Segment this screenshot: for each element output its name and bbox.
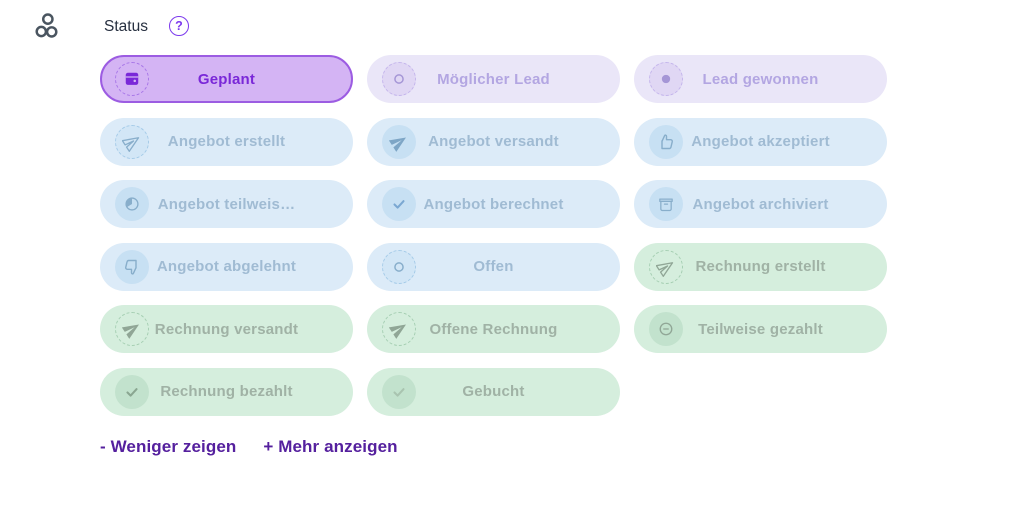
status-pill-label: Offen (473, 258, 514, 275)
status-pill-label: Angebot erstellt (167, 133, 286, 150)
status-pill-rechnung-erstellt[interactable]: Rechnung erstellt (634, 242, 887, 291)
status-pill-label: Rechnung bezahlt (160, 383, 293, 400)
status-pill-angebot-berechnet[interactable]: Angebot berechnet (367, 180, 620, 228)
minus-circle-icon (649, 312, 683, 346)
status-pill-lead-gewonnen[interactable]: Lead gewonnen (634, 55, 887, 103)
status-group-icon (35, 13, 58, 38)
show-more-link[interactable]: + Mehr anzeigen (263, 437, 398, 456)
plane-filled-icon (115, 312, 149, 346)
status-pill-label: Möglicher Lead (437, 70, 550, 88)
status-pill-label: Gebucht (462, 383, 525, 400)
status-pill-teilweise-gezahlt[interactable]: Teilweise gezahlt (634, 305, 887, 353)
status-pill-rechnung-versandt[interactable]: Rechnung versandt (100, 305, 353, 353)
circle-icon (382, 62, 416, 96)
plane-outline-icon (115, 124, 149, 159)
status-pill-rechnung-bezahlt[interactable]: Rechnung bezahlt (100, 367, 353, 416)
thumbs-up-icon (649, 124, 683, 159)
status-pill-label: Geplant (197, 70, 256, 88)
status-pill-label: Angebot archiviert (692, 195, 829, 213)
status-pill-gebucht[interactable]: Gebucht (367, 367, 620, 416)
status-pill-label: Angebot akzeptiert (691, 133, 830, 150)
status-pill-angebot-versandt[interactable]: Angebot versandt (367, 117, 620, 166)
plane-outline-icon (649, 249, 683, 284)
check-icon (382, 374, 416, 409)
status-pill-angebot-erstellt[interactable]: Angebot erstellt (100, 117, 353, 166)
status-pill-angebot-abgelehnt[interactable]: Angebot abgelehnt (100, 242, 353, 291)
status-pill-label: Angebot teilweis… (157, 195, 296, 213)
status-pill-label: Lead gewonnen (702, 70, 819, 88)
circle-icon (382, 249, 416, 284)
status-pill-label: Angebot berechnet (423, 195, 564, 213)
calendar-icon (115, 62, 149, 96)
status-label: Status (104, 18, 148, 35)
dot-circle-icon (649, 62, 683, 96)
status-pill-offen[interactable]: Offen (367, 242, 620, 291)
footer-links: - Weniger zeigen + Mehr anzeigen (100, 437, 398, 457)
check-icon (115, 374, 149, 409)
status-pill-label: Angebot versandt (428, 133, 559, 150)
plane-filled-icon (382, 124, 416, 159)
status-pill-angebot-teilweis[interactable]: Angebot teilweis… (100, 180, 353, 228)
status-pill-label: Rechnung erstellt (695, 258, 826, 275)
status-pill-label: Offene Rechnung (429, 320, 558, 338)
status-pill-label: Angebot abgelehnt (156, 258, 297, 275)
show-less-link[interactable]: - Weniger zeigen (100, 437, 237, 456)
status-pill-angebot-archiviert[interactable]: Angebot archiviert (634, 180, 887, 228)
help-icon[interactable]: ? (169, 16, 189, 36)
status-pill-label: Teilweise gezahlt (698, 320, 823, 338)
status-pill-möglicher-lead[interactable]: Möglicher Lead (367, 55, 620, 103)
check-icon (382, 187, 416, 221)
status-pill-geplant[interactable]: Geplant (100, 55, 353, 103)
thumbs-down-icon (115, 249, 149, 284)
status-pill-label: Rechnung versandt (154, 320, 299, 338)
plane-filled-icon (382, 312, 416, 346)
help-glyph: ? (175, 18, 183, 33)
pie-icon (115, 187, 149, 221)
status-pill-angebot-akzeptiert[interactable]: Angebot akzeptiert (634, 117, 887, 166)
archive-icon (649, 187, 683, 221)
status-pill-offene-rechnung[interactable]: Offene Rechnung (367, 305, 620, 353)
